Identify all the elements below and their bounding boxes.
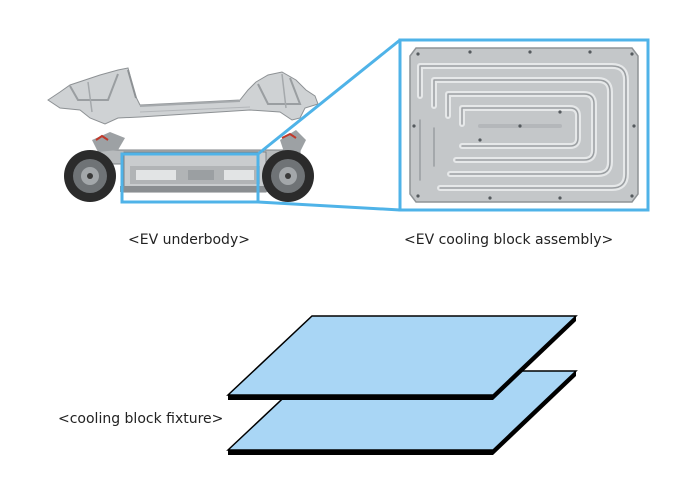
front-wheel [64,150,116,202]
cooling-block-fixture-caption: <cooling block fixture> [58,411,224,427]
cooling-block-fixture [226,315,578,455]
ev-cooling-block-assembly-caption: <EV cooling block assembly> [404,232,614,248]
zoom-line-bottom [257,200,401,212]
cooling-block-assembly [398,38,650,212]
cooling-block-highlight-box [120,152,260,204]
ev-underbody-caption: <EV underbody> [128,232,250,248]
zoom-line-top [257,38,401,156]
rear-wheel [262,150,314,202]
vehicle-body-frame [47,67,319,125]
fixture-plate-upper [226,315,578,400]
